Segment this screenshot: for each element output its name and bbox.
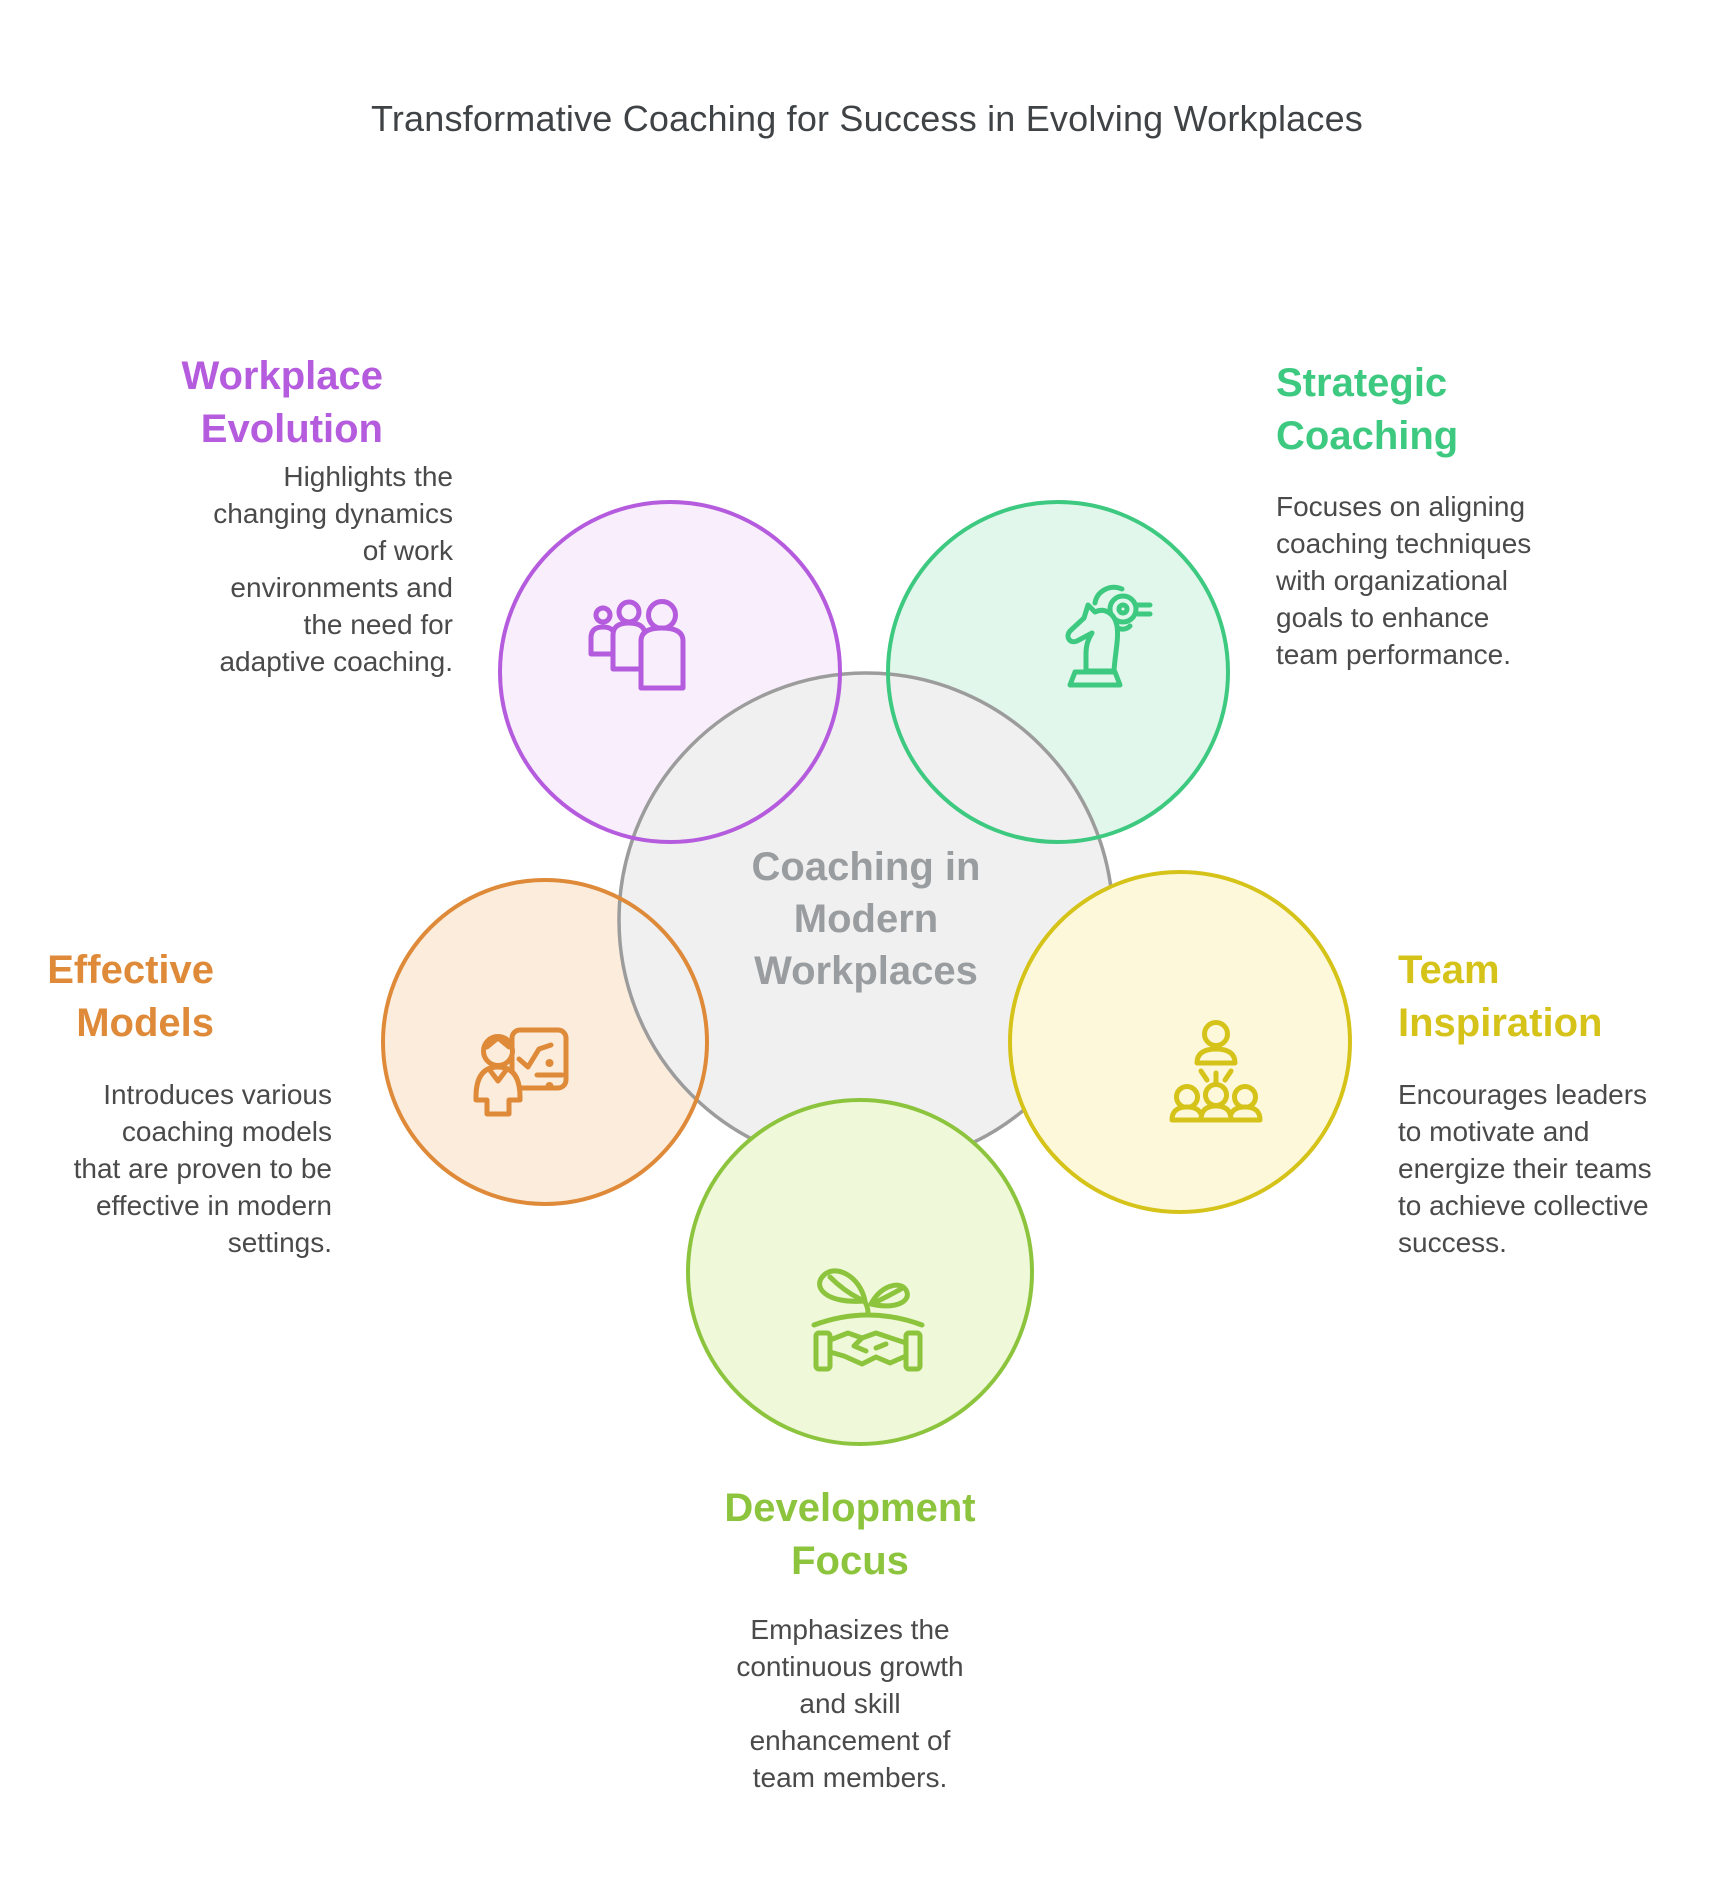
center-label-line: Coaching in: [751, 845, 981, 889]
heading-line: Development: [724, 1486, 976, 1530]
heading-line: Strategic: [1276, 361, 1448, 405]
strategic-coaching-heading: Strategic Coaching: [1276, 357, 1458, 463]
presenter-checklist-icon: [473, 1027, 569, 1117]
description-line: team members.: [752, 1762, 948, 1793]
effective-models-heading: Effective Models: [47, 944, 214, 1050]
team-inspiration-circle: [1008, 870, 1352, 1214]
strategic-coaching-description: Focuses on aligning coaching techniques …: [1276, 488, 1531, 673]
description-line: Encourages leaders: [1398, 1079, 1648, 1110]
heading-line: Coaching: [1276, 414, 1459, 458]
workplace-evolution-heading: Workplace Evolution: [181, 350, 383, 456]
development-focus-circle-fill: [688, 1100, 1032, 1444]
leader-team-icon: [1169, 1020, 1263, 1123]
description-line: Highlights the: [283, 461, 453, 492]
center-label-line: Workplaces: [754, 949, 978, 993]
page-title: Transformative Coaching for Success in E…: [370, 98, 1363, 139]
description-line: environments and: [230, 572, 453, 603]
description-line: continuous growth: [736, 1651, 964, 1682]
description-line: Emphasizes the: [750, 1614, 950, 1645]
heading-line: Focus: [791, 1539, 909, 1583]
team-inspiration-circle-fill: [1010, 872, 1350, 1212]
description-line: Introduces various: [103, 1079, 332, 1110]
heading-line: Evolution: [200, 407, 383, 451]
description-line: coaching techniques: [1276, 528, 1532, 559]
description-line: Focuses on aligning: [1276, 491, 1526, 522]
center-label-line: Modern: [793, 897, 939, 941]
description-line: changing dynamics: [213, 498, 453, 529]
effective-models-description: Introduces various coaching models that …: [74, 1076, 332, 1261]
people-group-icon: [588, 599, 686, 691]
heading-line: Workplace: [181, 354, 383, 398]
heading-line: Team: [1398, 948, 1500, 992]
description-line: and skill: [799, 1688, 901, 1719]
team-inspiration-description: Encourages leaders to motivate and energ…: [1398, 1076, 1652, 1261]
development-focus-circle: [686, 1098, 1034, 1446]
description-line: coaching models: [121, 1116, 332, 1147]
effective-models-circle: [381, 878, 709, 1206]
center-label: Coaching in Modern Workplaces: [616, 841, 1116, 997]
description-line: of work: [362, 535, 453, 566]
development-focus-heading: Development Focus: [550, 1482, 1150, 1588]
heading-line: Inspiration: [1398, 1001, 1603, 1045]
description-line: the need for: [303, 609, 453, 640]
description-line: goals to enhance: [1276, 602, 1490, 633]
heading-line: Effective: [47, 948, 214, 992]
description-line: adaptive coaching.: [219, 646, 453, 677]
description-line: to achieve collective: [1398, 1190, 1649, 1221]
chess-knight-gear-icon: [1065, 584, 1153, 688]
plant-handshake-icon: [811, 1268, 925, 1372]
description-line: with organizational: [1276, 565, 1508, 596]
description-line: to motivate and: [1398, 1116, 1590, 1147]
development-focus-description: Emphasizes the continuous growth and ski…: [550, 1611, 1150, 1796]
description-line: that are proven to be: [73, 1153, 332, 1184]
description-line: effective in modern: [95, 1190, 332, 1221]
workplace-evolution-description: Highlights the changing dynamics of work…: [213, 458, 453, 680]
description-line: settings.: [227, 1227, 332, 1258]
workplace-evolution-circle: [498, 500, 842, 844]
description-line: enhancement of: [749, 1725, 951, 1756]
strategic-coaching-circle: [886, 500, 1230, 844]
description-line: success.: [1398, 1227, 1507, 1258]
heading-line: Models: [76, 1001, 214, 1045]
description-line: energize their teams: [1398, 1153, 1652, 1184]
description-line: team performance.: [1276, 639, 1511, 670]
team-inspiration-heading: Team Inspiration: [1398, 944, 1602, 1050]
